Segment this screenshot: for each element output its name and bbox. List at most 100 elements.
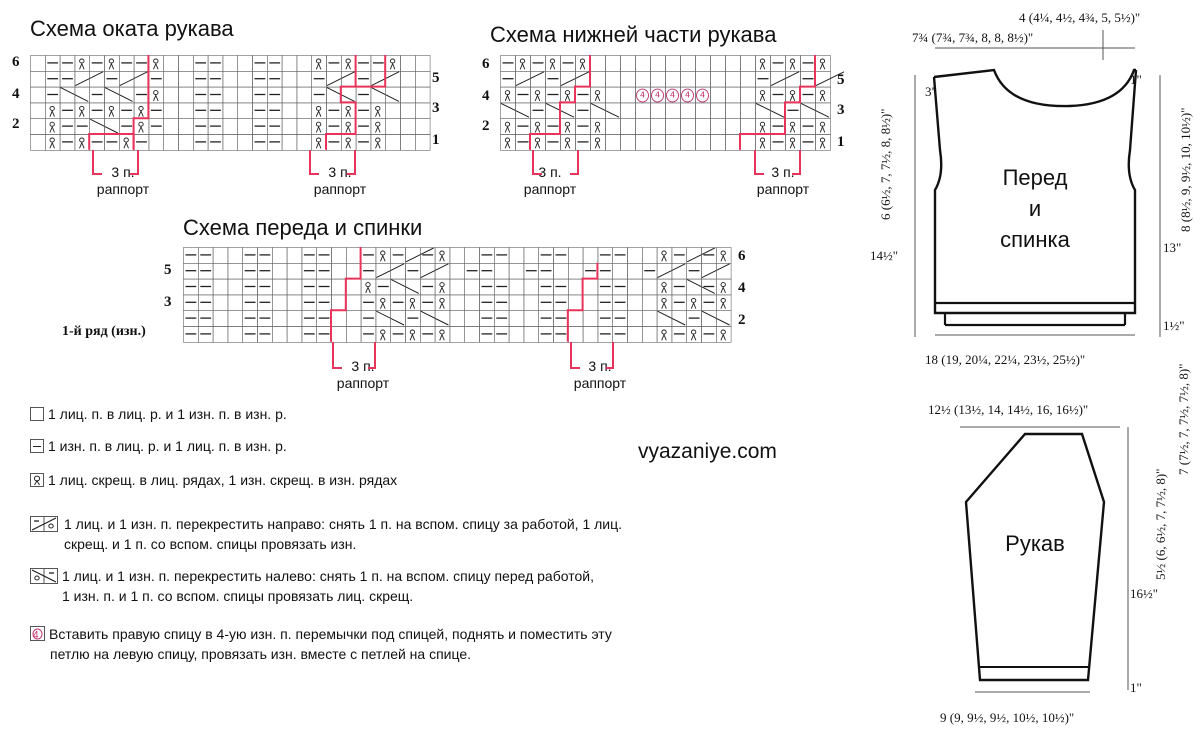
- repeat-label: 3 п.раппорт: [318, 358, 408, 392]
- body-label-line: спинка: [1000, 227, 1070, 252]
- chart-cell: [340, 70, 357, 88]
- front-chart-title: Схема переда и спинки: [183, 215, 423, 240]
- chart-cell: [237, 134, 253, 151]
- dim-side-left: 14½": [870, 248, 899, 263]
- row-number: 4: [738, 280, 746, 296]
- legend-item: 1 лиц. п. в лиц. р. и 1 изн. п. в изн. р…: [30, 404, 287, 424]
- repeat-count: 3 п.: [328, 164, 352, 180]
- chart-cell: [567, 247, 584, 264]
- chart-cell: [493, 262, 510, 280]
- chart-cell: [346, 262, 362, 280]
- chart-cell: [89, 70, 105, 88]
- chart-cell: [212, 310, 229, 327]
- chart-cell: [212, 262, 229, 280]
- row-number: 5: [837, 72, 845, 88]
- svg-text:4: 4: [685, 91, 690, 100]
- chart-cell: [296, 70, 312, 88]
- chart-cell: [237, 86, 253, 104]
- chart-cell: [449, 278, 465, 296]
- dim-sleeve-length: 16½": [1130, 586, 1159, 601]
- chart-cell: [701, 310, 717, 327]
- dim-sleeve-cuff: 1": [1130, 680, 1142, 695]
- repeat-label: 3 п.раппорт: [295, 164, 385, 198]
- dim-shoulder: 7¾ (7¾, 7¾, 8, 8, 8½)": [912, 30, 1034, 45]
- dim-sleeve-cap: 7 (7½, 7, 7½, 7½, 8)": [1176, 363, 1191, 475]
- chart-cell: [326, 86, 342, 104]
- chart-cell: [695, 55, 711, 72]
- repeat-bracket: [754, 150, 801, 175]
- chart-cell: [178, 118, 194, 135]
- chart-cell: [212, 326, 229, 343]
- chart-cell: [605, 118, 621, 135]
- chart-cell: [59, 86, 76, 104]
- repeat-bracket: [92, 150, 139, 175]
- repeat-bracket: [570, 342, 614, 369]
- chart-cell: [227, 262, 244, 280]
- chart-cell: [227, 294, 244, 312]
- chart-cell: [725, 134, 741, 151]
- chart-cell: [414, 118, 431, 135]
- front-back-schematic: [914, 30, 1161, 337]
- first-row-label: 1-й ряд (изн.): [62, 324, 146, 339]
- legend-text: Вставить правую спицу в 4-ую изн. п. пер…: [49, 626, 612, 642]
- dim-neck-depth-right: 1": [1130, 72, 1142, 87]
- chart-cell: [641, 278, 658, 296]
- chart-cell: [665, 70, 681, 88]
- chart-cell: [605, 55, 621, 72]
- chart-cell: [725, 102, 741, 120]
- chart-cell: [815, 134, 831, 151]
- chart-cell: [641, 326, 658, 343]
- chart-cell: [331, 310, 347, 327]
- chart-cell: [163, 118, 179, 135]
- chart-cell: [710, 70, 726, 88]
- chart-cell: [605, 134, 621, 151]
- chart-cell: [227, 326, 244, 343]
- body-label-line: и: [1028, 196, 1042, 221]
- chart-cell: [635, 70, 651, 88]
- repeat-count: 3 п.: [771, 164, 795, 180]
- chart-cell: [620, 102, 636, 120]
- chart-cell: [385, 102, 401, 120]
- row-number: 3: [432, 100, 440, 116]
- chart-cell: [163, 102, 179, 120]
- row-number: 6: [482, 56, 490, 72]
- chart-cell: [296, 55, 312, 72]
- chart-cell: [237, 70, 253, 88]
- chart-cell: [508, 310, 525, 327]
- chart-cell: [272, 262, 288, 280]
- repeat-word: раппорт: [573, 375, 627, 391]
- chart-cell: [281, 70, 298, 88]
- chart-cell: [695, 134, 711, 151]
- row-number: 6: [738, 248, 746, 264]
- chart-cell: [222, 70, 238, 88]
- chart-cell: [627, 326, 643, 343]
- chart-cell: [650, 102, 666, 120]
- chart-cell: [30, 118, 46, 135]
- repeat-word: раппорт: [336, 375, 390, 391]
- twisted-stitch-icon: [30, 473, 44, 487]
- chart-cell: [178, 55, 194, 72]
- cross-right-icon: [30, 516, 58, 532]
- chart-cell: [178, 70, 194, 88]
- chart-cell: [508, 278, 525, 296]
- chart-cell: [346, 278, 362, 296]
- chart-cell: [710, 55, 726, 72]
- chart-cell: [227, 247, 244, 264]
- chart-cell: [656, 310, 673, 327]
- chart-cell: [281, 118, 298, 135]
- chart-cell: [635, 102, 651, 120]
- chart-cell: [370, 86, 386, 104]
- chart-cell: [665, 118, 681, 135]
- repeat-word: раппорт: [756, 181, 810, 197]
- chart-cell: [620, 55, 636, 72]
- chart-cell: [575, 70, 591, 88]
- chart-cell: [286, 310, 303, 327]
- chart-cell: [665, 55, 681, 72]
- chart-cell: [686, 278, 702, 296]
- chart-cell: [286, 278, 303, 296]
- chart-cell: [464, 326, 480, 343]
- row-number: 2: [482, 118, 490, 134]
- chart-cell: [567, 262, 584, 280]
- chart-cell: [590, 70, 606, 88]
